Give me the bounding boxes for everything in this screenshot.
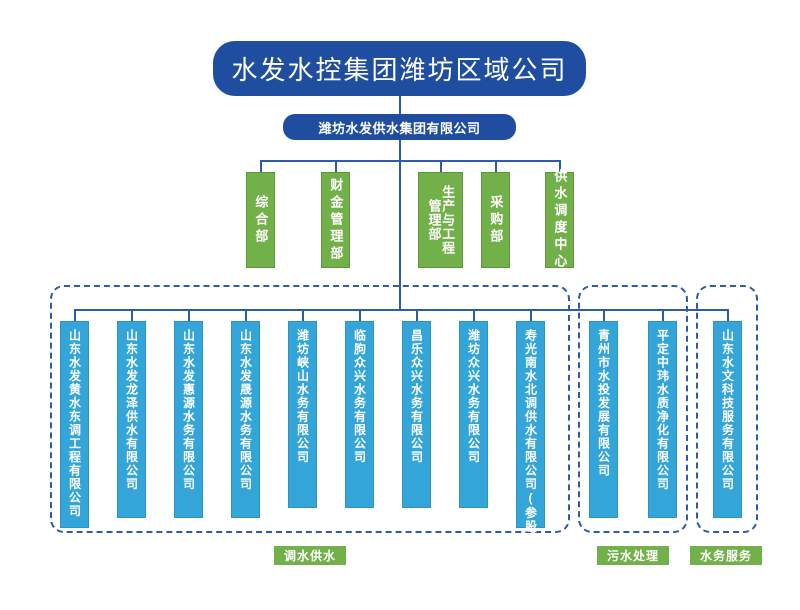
node-subsidiary-label: 山东水发龙泽供水有限公司 <box>124 329 139 491</box>
connector-drop-dept-4 <box>495 160 497 172</box>
node-subsidiary[interactable]: 潍坊众兴水务有限公司 <box>459 321 488 508</box>
group-label-water-supply: 调水供水 <box>274 546 346 565</box>
node-subsidiary[interactable]: 山东水文科技服务有限公司 <box>713 321 742 518</box>
connector-drop-dept-1 <box>260 160 262 172</box>
node-subsidiary[interactable]: 山东水发黄水东调工程有限公司 <box>60 321 89 528</box>
connector-department-bus <box>260 160 560 162</box>
node-department-purchasing[interactable]: 采购部 <box>481 172 510 268</box>
node-subsidiary-label: 平定中玮水质净化有限公司 <box>655 329 670 491</box>
node-root[interactable]: 水发水控集团潍坊区域公司 <box>213 41 586 96</box>
group-label-text: 水务服务 <box>699 549 752 563</box>
group-label-sewage: 污水处理 <box>597 546 669 565</box>
node-subsidiary-label: 山东水发黄水东调工程有限公司 <box>67 329 82 518</box>
node-subsidiary[interactable]: 平定中玮水质净化有限公司 <box>648 321 677 518</box>
node-subsidiary[interactable]: 昌乐众兴水务有限公司 <box>402 321 431 508</box>
connector-drop-dept-2 <box>335 160 337 172</box>
connector-drop-dept-5 <box>559 160 561 172</box>
node-department-label: 综合部 <box>253 194 269 246</box>
node-subsidiary-label: 临朐众兴水务有限公司 <box>352 329 367 464</box>
connector-level2-trunk <box>399 140 401 310</box>
connector-drop-sub-11 <box>662 309 664 321</box>
connector-drop-dept-3 <box>440 160 442 172</box>
node-department-label: 财金管理部 <box>328 177 344 263</box>
node-subsidiary-label: 山东水文科技服务有限公司 <box>720 329 735 491</box>
connector-root-to-level2 <box>399 95 401 115</box>
node-department-dispatch-center[interactable]: 供水调度中心 <box>545 169 574 271</box>
connector-drop-sub-7 <box>416 309 418 321</box>
connector-drop-sub-5 <box>302 309 304 321</box>
node-department-label: 采购部 <box>488 194 504 246</box>
connector-drop-sub-8 <box>473 309 475 321</box>
node-subsidiary-label: 潍坊峡山水务有限公司 <box>295 329 310 464</box>
node-subsidiary[interactable]: 寿光南水北调供水有限公司(参股) <box>516 321 545 549</box>
node-subsidiary[interactable]: 潍坊峡山水务有限公司 <box>288 321 317 508</box>
connector-drop-sub-4 <box>245 309 247 321</box>
node-subsidiary-label: 昌乐众兴水务有限公司 <box>409 329 424 464</box>
node-subsidiary[interactable]: 山东水发晟源水务有限公司 <box>231 321 260 518</box>
node-department-finance[interactable]: 财金管理部 <box>321 172 350 268</box>
node-subsidiary-label: 山东水发晟源水务有限公司 <box>238 329 253 491</box>
node-department-general-office[interactable]: 综合部 <box>246 172 275 268</box>
node-subsidiary[interactable]: 青州市水投发展有限公司 <box>589 321 618 518</box>
node-level2-label: 潍坊水发供水集团有限公司 <box>318 120 481 136</box>
node-department-label-col-b: 管理部 <box>426 199 442 241</box>
connector-drop-sub-9 <box>530 309 532 321</box>
node-subsidiary[interactable]: 山东水发龙泽供水有限公司 <box>117 321 146 518</box>
connector-drop-sub-2 <box>131 309 133 321</box>
node-subsidiary-label: 潍坊众兴水务有限公司 <box>466 329 481 464</box>
node-level2[interactable]: 潍坊水发供水集团有限公司 <box>283 114 516 140</box>
node-department-label: 供水调度中心 <box>552 169 568 271</box>
connector-drop-sub-1 <box>74 309 76 321</box>
group-label-water-service: 水务服务 <box>690 546 762 565</box>
node-department-label-col-a: 生产与工程 <box>440 185 456 255</box>
node-subsidiary-label: 山东水发惠源水务有限公司 <box>181 329 196 491</box>
node-subsidiary[interactable]: 临朐众兴水务有限公司 <box>345 321 374 508</box>
node-subsidiary-label: 寿光南水北调供水有限公司(参股) <box>523 329 538 549</box>
group-label-text: 污水处理 <box>606 549 659 563</box>
connector-drop-sub-3 <box>188 309 190 321</box>
group-label-text: 调水供水 <box>283 549 336 563</box>
connector-drop-sub-10 <box>603 309 605 321</box>
node-subsidiary-label: 青州市水投发展有限公司 <box>596 329 611 478</box>
connector-drop-sub-12 <box>727 309 729 321</box>
group-boundary-water-supply <box>50 285 570 533</box>
group-boundary-water-service <box>696 285 758 533</box>
group-boundary-sewage <box>578 285 688 533</box>
connector-subsidiary-bus <box>74 309 729 311</box>
node-root-label: 水发水控集团潍坊区域公司 <box>231 55 568 85</box>
connector-drop-sub-6 <box>359 309 361 321</box>
node-subsidiary[interactable]: 山东水发惠源水务有限公司 <box>174 321 203 518</box>
node-department-production-engineering[interactable]: 管理部 生产与工程 <box>418 172 463 268</box>
